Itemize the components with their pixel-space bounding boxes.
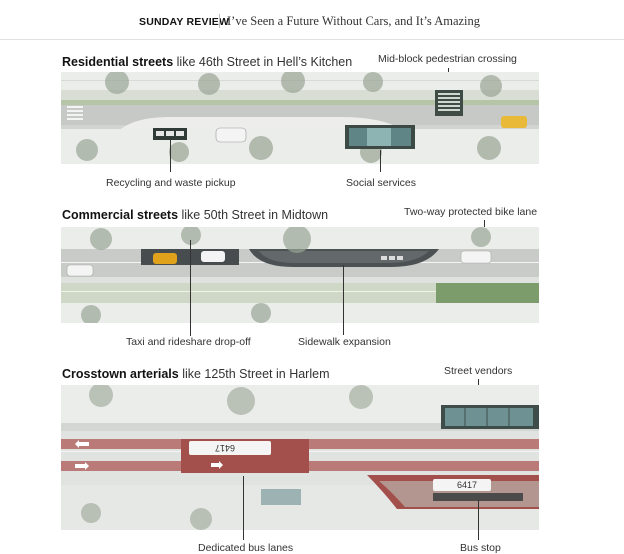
section-title-commercial: Commercial streets like 50th Street in M…	[62, 208, 328, 222]
car-icon	[66, 264, 94, 277]
street-illustration-residential	[61, 72, 539, 164]
leader-line	[380, 150, 381, 172]
section-kicker[interactable]: SUNDAY REVIEW	[139, 16, 230, 28]
leader-line	[190, 240, 191, 336]
tree-icon	[81, 227, 491, 323]
section-title-bold: Commercial streets	[62, 208, 179, 222]
bus-icon	[189, 441, 271, 455]
callout-social-services: Social services	[346, 177, 417, 189]
car-icon	[460, 250, 492, 264]
leader-line	[243, 476, 244, 540]
section-title-residential: Residential streets like 46th Street in …	[62, 55, 352, 69]
street-illustration-crosstown: 6417 6417	[61, 385, 539, 530]
leader-line	[478, 500, 479, 540]
callout-sidewalk-expansion: Sidewalk expansion	[298, 336, 391, 348]
callout-street-vendors: Street vendors	[444, 365, 513, 377]
callout-mid-block-crossing: Mid-block pedestrian crossing	[378, 53, 517, 65]
top-bar: SUNDAY REVIEW I’ve Seen a Future Without…	[0, 0, 624, 40]
tree-icon	[81, 385, 373, 530]
bus-icon	[433, 479, 491, 491]
callout-dedicated-bus-lanes: Dedicated bus lanes	[198, 542, 294, 554]
bin-icon	[153, 128, 187, 140]
section-title-rest: like 125th Street in Harlem	[178, 367, 330, 381]
section-title-bold: Crosstown arterials	[62, 367, 179, 381]
callout-two-way-bike-lane: Two-way protected bike lane	[404, 206, 538, 218]
section-title-rest: like 46th Street in Hell’s Kitchen	[173, 55, 353, 69]
street-illustration-commercial	[61, 227, 539, 323]
bus-number-label: 6417	[215, 443, 235, 453]
section-title-bold: Residential streets	[62, 55, 174, 69]
car-icon	[215, 116, 527, 143]
callout-recycling-pickup: Recycling and waste pickup	[106, 177, 236, 189]
section-title-crosstown: Crosstown arterials like 125th Street in…	[62, 367, 329, 381]
section-title-rest: like 50th Street in Midtown	[178, 208, 329, 222]
leader-line	[343, 265, 344, 335]
callout-taxi-dropoff: Taxi and rideshare drop-off	[126, 336, 251, 348]
article-headline[interactable]: I’ve Seen a Future Without Cars, and It’…	[227, 14, 481, 28]
header-divider	[219, 14, 220, 28]
leader-line	[170, 140, 171, 172]
callout-bus-stop: Bus stop	[460, 542, 501, 554]
taxi-icon	[153, 253, 177, 264]
bench-icon	[381, 256, 403, 260]
bus-number-label: 6417	[457, 480, 477, 490]
